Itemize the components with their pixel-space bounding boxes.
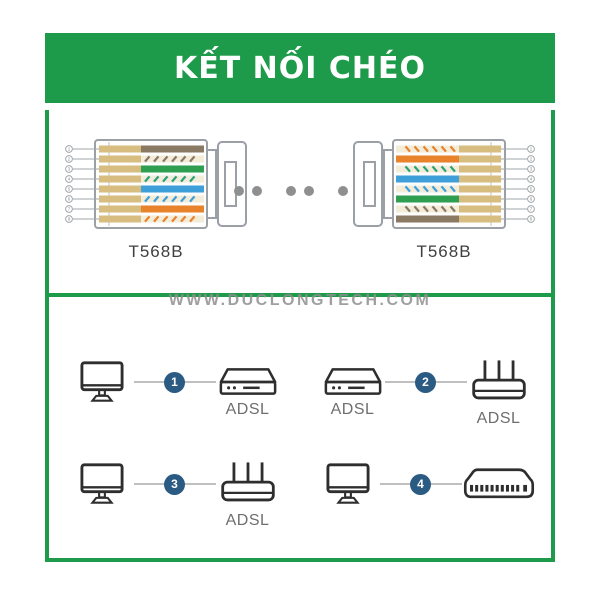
svg-text:2: 2: [530, 157, 533, 162]
svg-text:5: 5: [530, 187, 533, 192]
cable-panel: 1 2 3 4 5 6 7 8 T568B 1 2 3 4 5 6 7 8 T568B: [45, 110, 555, 293]
svg-text:8: 8: [68, 217, 71, 222]
cable-dot: [304, 186, 314, 196]
rj45-left: 1 2 3 4 5 6 7 8 T568B: [61, 134, 251, 262]
wiring-standard-label: T568B: [416, 242, 472, 261]
step-badge: 4: [410, 473, 431, 495]
to-device: [462, 465, 536, 503]
device-label: ADSL: [330, 401, 375, 418]
computer-icon: [325, 463, 370, 504]
svg-text:6: 6: [68, 197, 71, 202]
from-device: ADSL: [321, 366, 385, 418]
svg-text:8: 8: [530, 217, 533, 222]
to-device: ADSL: [216, 366, 280, 418]
step-badge: 3: [164, 473, 185, 495]
rj45-connector-drawing: 1 2 3 4 5 6 7 8: [65, 139, 247, 229]
svg-text:5: 5: [68, 187, 71, 192]
computer-icon: [79, 361, 124, 402]
svg-text:4: 4: [530, 177, 533, 182]
watermark: WWW.DUCLONGTECH.COM: [168, 292, 432, 309]
page-title: KẾT NỐI CHÉO: [174, 50, 426, 86]
svg-text:4: 4: [68, 177, 71, 182]
svg-text:3: 3: [68, 167, 71, 172]
diagram-3: 3 ADSL: [70, 459, 280, 529]
rj45-right-drawing: 1 2 3 4 5 6 7 8: [349, 134, 539, 239]
svg-text:2: 2: [68, 157, 71, 162]
step-badge: 1: [164, 371, 185, 393]
svg-text:7: 7: [68, 207, 71, 212]
router-icon: [471, 360, 526, 400]
to-device: ADSL: [467, 357, 531, 427]
from-device: [70, 462, 134, 506]
rj45-left-drawing: 1 2 3 4 5 6 7 8: [61, 134, 251, 239]
diagram-4: 4: [316, 462, 536, 506]
device-label: ADSL: [225, 401, 270, 418]
svg-text:1: 1: [530, 147, 533, 152]
modem-icon: [324, 368, 381, 395]
switch-icon: [463, 468, 534, 499]
from-device: [316, 462, 380, 506]
cable-dot: [286, 186, 296, 196]
svg-text:3: 3: [530, 167, 533, 172]
to-device: ADSL: [216, 459, 280, 529]
svg-text:7: 7: [530, 207, 533, 212]
title-banner: KẾT NỐI CHÉO: [45, 33, 555, 103]
connection-line: 4: [379, 473, 462, 495]
cable-dot: [234, 186, 244, 196]
svg-text:1: 1: [68, 147, 71, 152]
connection-line: 2: [384, 371, 467, 393]
modem-icon: [219, 368, 276, 395]
router-icon: [220, 462, 275, 502]
wiring-standard-label: T568B: [128, 242, 184, 261]
connection-line: 1: [133, 371, 216, 393]
diagram-grid: 1 ADSL ADSL 2 ADSL 3 ADSL 4: [45, 293, 555, 562]
computer-icon: [79, 463, 124, 504]
rj45-right: 1 2 3 4 5 6 7 8 T568B: [349, 134, 539, 262]
cable-dot: [252, 186, 262, 196]
diagram-1: 1 ADSL: [70, 360, 280, 418]
from-device: [70, 360, 134, 404]
svg-text:6: 6: [530, 197, 533, 202]
device-label: ADSL: [476, 410, 521, 427]
rj45-connector-drawing: 1 2 3 4 5 6 7 8: [353, 139, 535, 229]
step-badge: 2: [415, 371, 436, 393]
diagram-2: ADSL 2 ADSL: [321, 357, 531, 427]
device-label: ADSL: [225, 512, 270, 529]
cable-dot: [338, 186, 348, 196]
connection-line: 3: [133, 473, 216, 495]
